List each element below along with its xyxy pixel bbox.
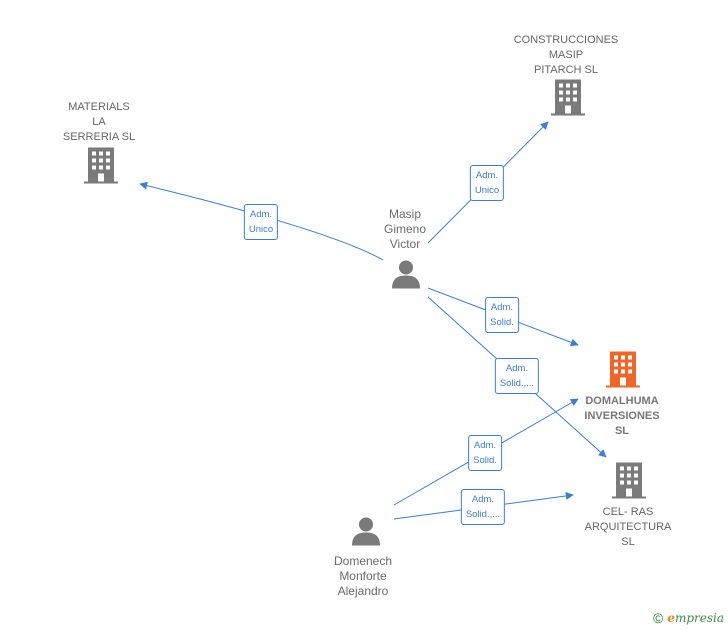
footer-brand: © empresia: [653, 610, 724, 626]
node-label-domenech[interactable]: Domenech Monforte Alejandro: [333, 554, 393, 598]
edge-masip-materials: [139, 181, 384, 261]
copyright-icon: ©: [652, 610, 664, 626]
edge-label-masip-construcciones[interactable]: Adm. Unico: [469, 165, 505, 201]
edge-label-masip-domalhuma[interactable]: Adm. Solid.: [485, 297, 519, 333]
edge-label-masip-materials[interactable]: Adm. Unico: [243, 204, 279, 240]
node-label-materials[interactable]: MATERIALS LA SERRERIA SL: [62, 101, 136, 143]
node-label-celras[interactable]: CEL- RAS ARQUITECTURA SL: [584, 506, 672, 548]
person-icon[interactable]: [351, 516, 381, 551]
building-icon[interactable]: [84, 147, 118, 189]
brand-logo[interactable]: empresia: [667, 611, 724, 625]
node-label-domalhuma[interactable]: DOMALHUMA INVERSIONES SL: [584, 395, 660, 437]
edge-label-domenech-domalhuma[interactable]: Adm. Solid.: [468, 435, 502, 471]
building-icon[interactable]: [612, 462, 646, 504]
person-icon[interactable]: [391, 259, 421, 294]
building-icon[interactable]: [551, 79, 585, 121]
node-label-masip[interactable]: Masip Gimeno Victor: [383, 207, 427, 251]
node-label-construcciones[interactable]: CONSTRUCCIONES MASIP PITARCH SL: [513, 34, 619, 76]
building-icon-highlighted[interactable]: [606, 351, 640, 393]
edge-label-domenech-celras[interactable]: Adm. Solid.,...: [460, 489, 506, 525]
edge-label-masip-celras[interactable]: Adm. Solid.,...: [494, 358, 540, 394]
